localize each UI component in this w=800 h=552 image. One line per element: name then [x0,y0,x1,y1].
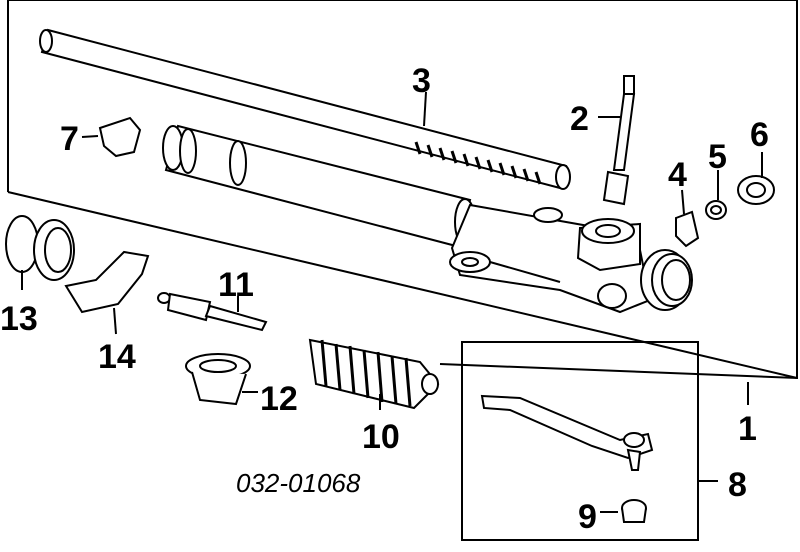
leader-lines [21,91,763,513]
castle-nut [621,499,647,523]
rack-guide [675,210,700,248]
tie-rod-end [480,394,654,471]
callout-7: 7 [60,120,79,158]
assembly-outline-diagonal [7,191,798,379]
callout-8: 8 [728,466,747,504]
callout-13: 13 [0,300,38,338]
bellows-boot [308,338,440,410]
callout-4: 4 [668,156,687,194]
callout-6: 6 [750,116,769,154]
adjusting-screw [737,175,775,205]
callout-1: 1 [738,410,757,448]
pinion-shaft [602,75,636,206]
callout-9: 9 [578,498,597,536]
callout-3: 3 [412,62,431,100]
bushing [5,215,75,281]
callout-5: 5 [708,138,727,176]
part-code: 032-01068 [236,468,361,498]
clip [98,116,142,158]
small-boot [185,353,251,406]
callout-11: 11 [218,266,254,304]
callout-12: 12 [260,380,298,418]
callout-14: 14 [98,338,136,376]
bracket [64,250,150,314]
callout-10: 10 [362,418,400,456]
spring [705,200,727,220]
assembly-outline [7,0,798,380]
tie-rod [157,292,268,332]
callout-2: 2 [570,100,589,138]
steering-rack [39,28,571,190]
tie-rod-end-box [461,341,699,541]
steering-housing [162,124,693,314]
